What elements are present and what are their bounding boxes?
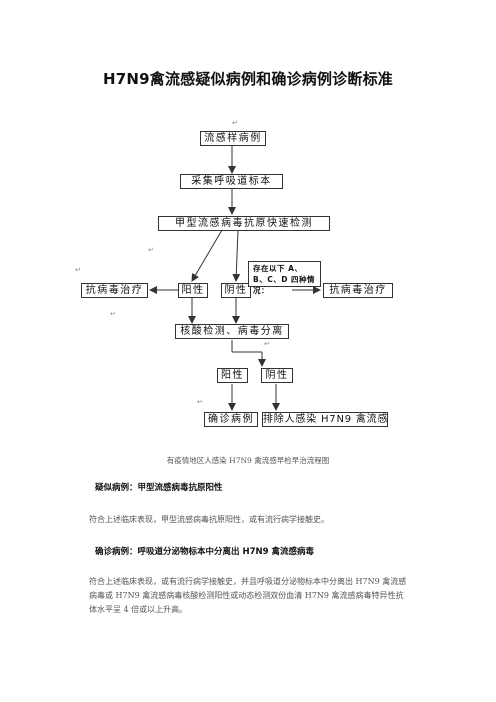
node-positive-2: 阳性 bbox=[217, 368, 248, 383]
section-body-suspected: 符合上述临床表现，甲型流感病毒抗原阳性，或有流行病学接触史。 bbox=[89, 515, 329, 524]
section-body-confirmed: 符合上述临床表现，或有流行病学接触史，并且呼吸道分泌物标本中分离出 H7N9 禽… bbox=[89, 577, 407, 614]
node-collect-sample: 采集呼吸道标本 bbox=[180, 174, 283, 189]
flowchart-connectors bbox=[149, 146, 321, 411]
paragraph-mark: ↵ bbox=[232, 119, 238, 127]
paragraph-mark: ↵ bbox=[148, 246, 154, 254]
section-heading-suspected: 疑似病例：甲型流感病毒抗原阳性 bbox=[95, 483, 223, 493]
paragraph-mark: ↵ bbox=[264, 340, 270, 348]
paragraph-mark: ↵ bbox=[110, 310, 116, 318]
arrow-4 bbox=[232, 229, 241, 282]
node-positive-1: 阳性 bbox=[178, 283, 208, 298]
section-heading-confirmed: 确诊病例：呼吸道分泌物标本中分离出 H7N9 禽流感病毒 bbox=[95, 547, 314, 557]
flowchart: 流感样病例 采集呼吸道标本 甲型流感病毒抗原快速检测 抗病毒治疗 阳性 阴性 存… bbox=[75, 119, 393, 427]
node-antiviral-left: 抗病毒治疗 bbox=[81, 283, 148, 298]
node-negative-2: 阴性 bbox=[261, 368, 293, 383]
arrow-3 bbox=[191, 229, 223, 282]
page-title: H7N9禽流感疑似病例和确诊病例诊断标准 bbox=[103, 70, 393, 88]
node-influenza-like: 流感样病例 bbox=[200, 131, 266, 146]
node-nucleic-test: 核酸检测、病毒分离 bbox=[175, 324, 289, 339]
figure-caption: 有疫情地区人感染 H7N9 禽流感早检早治流程图 bbox=[166, 456, 330, 465]
node-rapid-test: 甲型流感病毒抗原快速检测 bbox=[158, 216, 330, 231]
node-negative-1: 阴性 bbox=[221, 283, 251, 298]
node-exclude: 排除人感染 H7N9 禽流感 bbox=[262, 412, 389, 427]
paragraph-mark: ↵ bbox=[197, 398, 203, 406]
node-condition-note: 存在以下 A、B、C、D 四种情况： bbox=[248, 261, 321, 295]
node-confirmed: 确诊病例 bbox=[204, 412, 258, 427]
node-antiviral-right: 抗病毒治疗 bbox=[323, 283, 393, 298]
paragraph-mark: ↵ bbox=[75, 266, 81, 274]
